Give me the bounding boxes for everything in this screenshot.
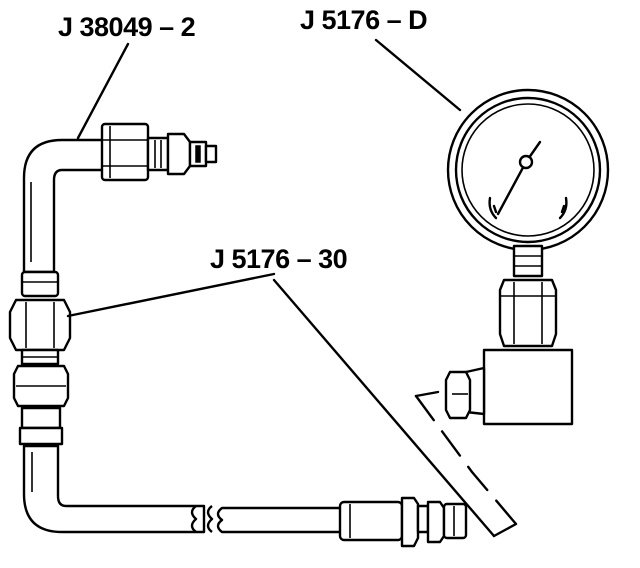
hose-upper-elbow <box>22 138 106 274</box>
quick-connect-fitting <box>146 132 218 176</box>
leader-lines <box>66 38 518 538</box>
hose-connector-nut <box>100 122 150 182</box>
tee-fitting-icon <box>414 348 574 426</box>
adapter-fitting-stack <box>8 270 72 446</box>
label-gauge-j5176-d: J 5176 – D <box>300 5 428 35</box>
hose-lower-elbow <box>22 444 214 534</box>
label-hose-j38049-2: J 38049 – 2 <box>58 12 196 42</box>
hose-lower-straight <box>216 496 468 548</box>
label-adapter-j5176-30: J 5176 – 30 <box>210 244 348 274</box>
pressure-gauge-icon <box>446 88 610 348</box>
